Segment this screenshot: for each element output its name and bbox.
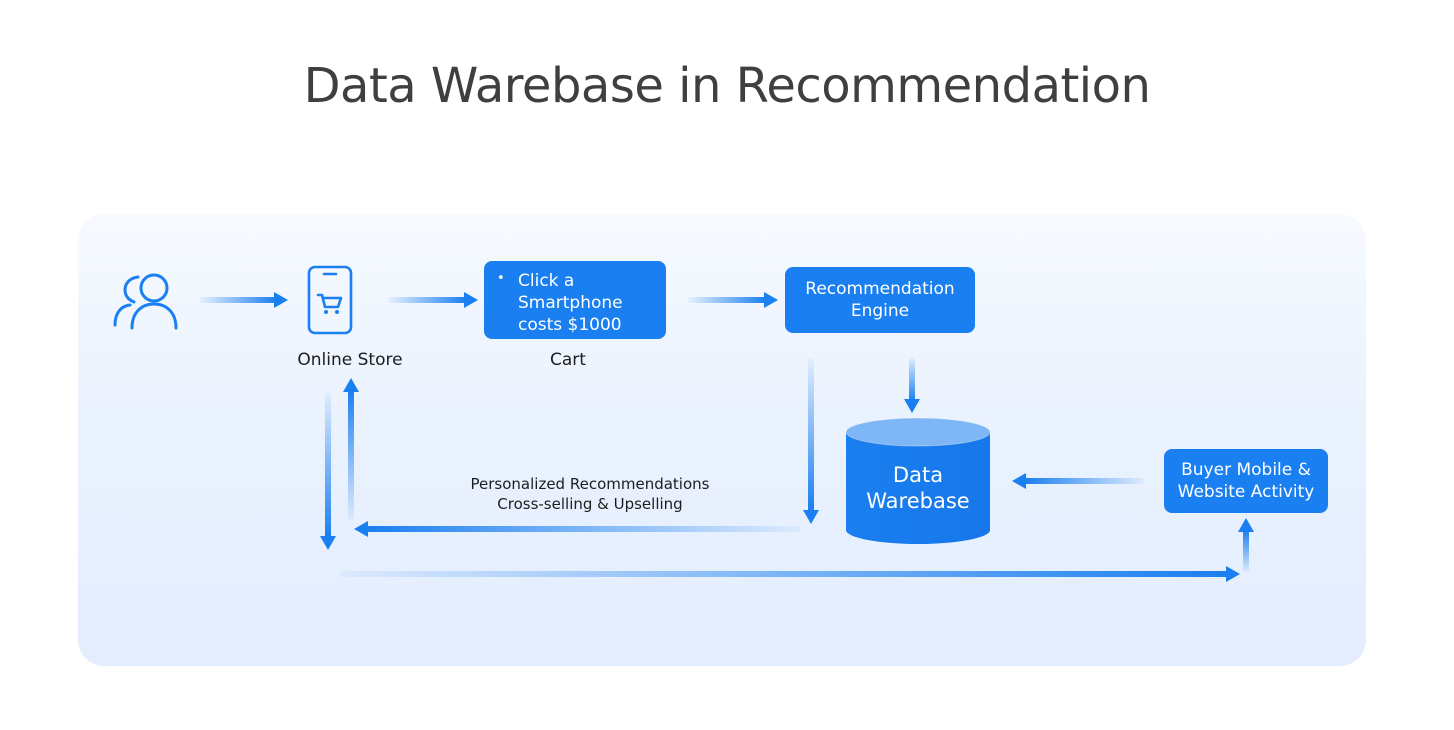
arrow-up-to-activity [1238,518,1254,572]
arrow-bottom-to-activity [340,566,1240,582]
arrow-cart-to-engine [688,292,778,308]
cart-box-text: Click a Smartphone costs $1000 [518,271,623,335]
online-store-label: Online Store [297,350,403,370]
users-icon [113,273,178,330]
page-title: Data Warebase in Recommendation [303,58,1151,114]
arrow-engine-to-database [904,357,920,413]
buyer-activity-box: Buyer Mobile & Website Activity [1164,449,1328,513]
diagram-panel [78,214,1366,666]
database-cylinder [845,417,991,544]
phone-cart-icon [307,265,353,335]
recommendations-label: Personalized Recommendations Cross-selli… [470,475,710,513]
cart-bullet: • [497,271,505,286]
arrow-recommendations-to-store [354,521,800,537]
recommendation-engine-box: Recommendation Engine [785,267,975,333]
arrow-user-to-store [200,292,288,308]
arrow-store-down [320,392,336,550]
cart-label: Cart [550,350,586,370]
arrow-up-to-store [343,378,359,520]
cart-box: • Click a Smartphone costs $1000 [484,261,666,339]
arrow-activity-to-database [1012,473,1144,489]
arrow-engine-down [803,358,819,524]
database-label: Data Warebase [866,463,970,513]
arrow-store-to-cart [388,292,478,308]
